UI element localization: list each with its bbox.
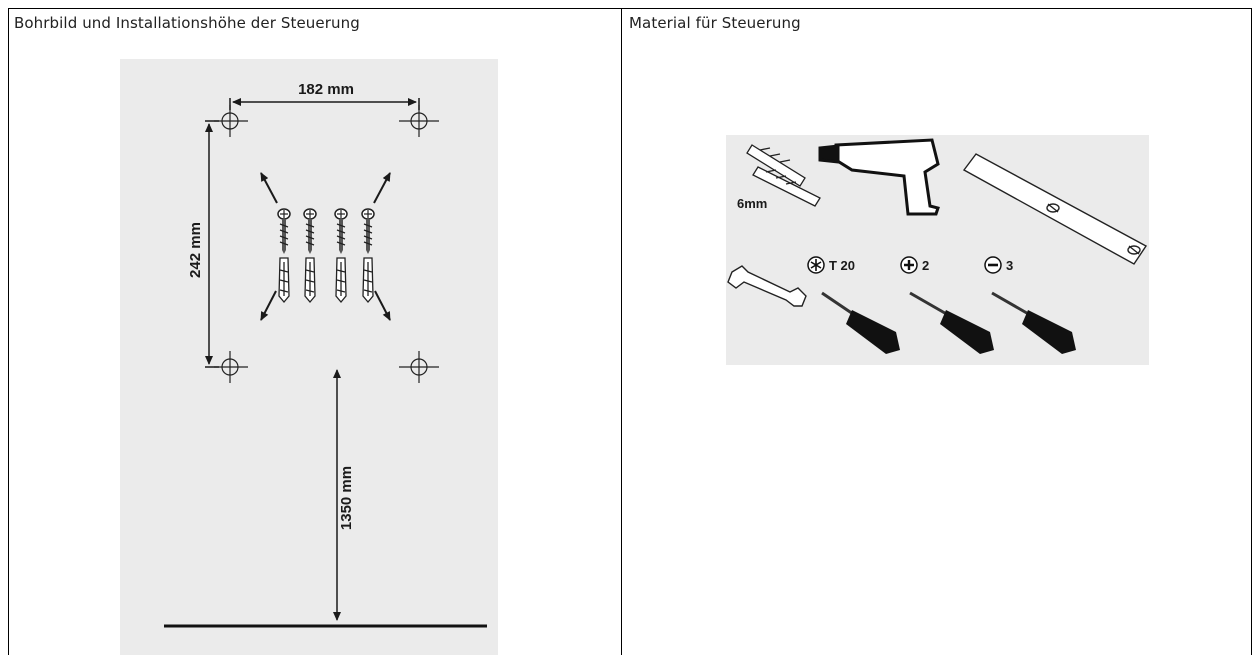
phillips-label: 2 bbox=[922, 258, 929, 273]
phillips-screwdriver-icon bbox=[909, 291, 994, 354]
flat-screwdriver-icon bbox=[991, 291, 1076, 354]
torx-label: T 20 bbox=[829, 258, 855, 273]
left-cell-title: Bohrbild und Installationshöhe der Steue… bbox=[14, 14, 360, 32]
direction-arrows bbox=[260, 172, 391, 321]
flat-label: 3 bbox=[1006, 258, 1013, 273]
torx-screwdriver-icon bbox=[821, 291, 900, 354]
hole-bottom-right-icon bbox=[399, 351, 439, 383]
drill-bit-icons bbox=[746, 144, 821, 207]
wall-plug-icons bbox=[278, 257, 374, 304]
drill-bit-size-label: 6mm bbox=[737, 196, 767, 211]
spirit-level-icon bbox=[962, 153, 1148, 265]
flat-symbol-icon bbox=[984, 256, 1002, 274]
phillips-symbol-icon bbox=[900, 256, 918, 274]
column-divider bbox=[621, 8, 622, 655]
power-drill-icon bbox=[818, 138, 940, 216]
right-cell-title: Material für Steuerung bbox=[629, 14, 801, 32]
hole-top-left-icon bbox=[214, 105, 248, 137]
width-dimension-label: 182 mm bbox=[298, 81, 354, 98]
hole-top-right-icon bbox=[399, 105, 439, 137]
torx-symbol-icon bbox=[807, 256, 825, 274]
height-dimension-line bbox=[205, 120, 219, 368]
width-dimension-line bbox=[229, 98, 420, 110]
drilling-template-background bbox=[120, 59, 498, 655]
install-height-dimension-label: 1350 mm bbox=[338, 466, 355, 530]
wrench-icon bbox=[727, 265, 807, 307]
screw-icons bbox=[277, 208, 375, 254]
hole-bottom-left-icon bbox=[214, 351, 248, 383]
height-dimension-label: 242 mm bbox=[187, 222, 204, 278]
